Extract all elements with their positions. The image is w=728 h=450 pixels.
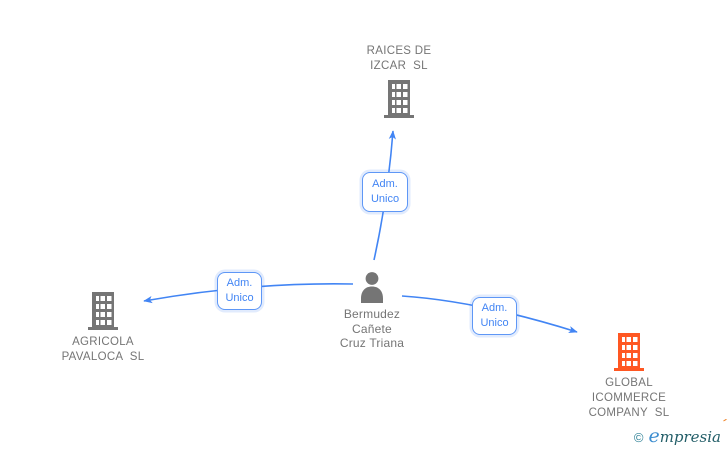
company-name-raices: RAICES DE IZCAR SL — [366, 45, 432, 72]
logo-letter-e: e — [648, 425, 660, 447]
building-icon — [384, 80, 414, 118]
empresia-watermark: © empresia´ — [633, 417, 727, 447]
node-person-bermudez[interactable]: Bermudez Cañete Cruz Triana — [302, 271, 442, 351]
edge-label-adm-unico-global: Adm. Unico — [472, 297, 517, 335]
edge-label-adm-unico-agricola: Adm. Unico — [217, 272, 262, 310]
person-name: Bermudez Cañete Cruz Triana — [339, 307, 405, 350]
node-company-agricola[interactable]: AGRICOLA PAVALOCA SL — [28, 292, 178, 365]
copyright-icon: © — [633, 430, 644, 445]
company-name-agricola: AGRICOLA PAVALOCA SL — [61, 336, 145, 363]
edge-label-adm-unico-raices: Adm. Unico — [362, 172, 408, 212]
node-company-global[interactable]: GLOBAL ICOMMERCE COMPANY SL — [554, 333, 704, 421]
empresia-logo: empresia´ — [648, 417, 726, 447]
logo-text: mpresia — [659, 428, 721, 446]
building-icon — [614, 333, 644, 371]
building-icon — [88, 292, 118, 330]
person-icon — [361, 272, 383, 303]
company-name-global: GLOBAL ICOMMERCE COMPANY SL — [588, 377, 670, 419]
node-company-raices[interactable]: RAICES DE IZCAR SL — [334, 44, 464, 118]
